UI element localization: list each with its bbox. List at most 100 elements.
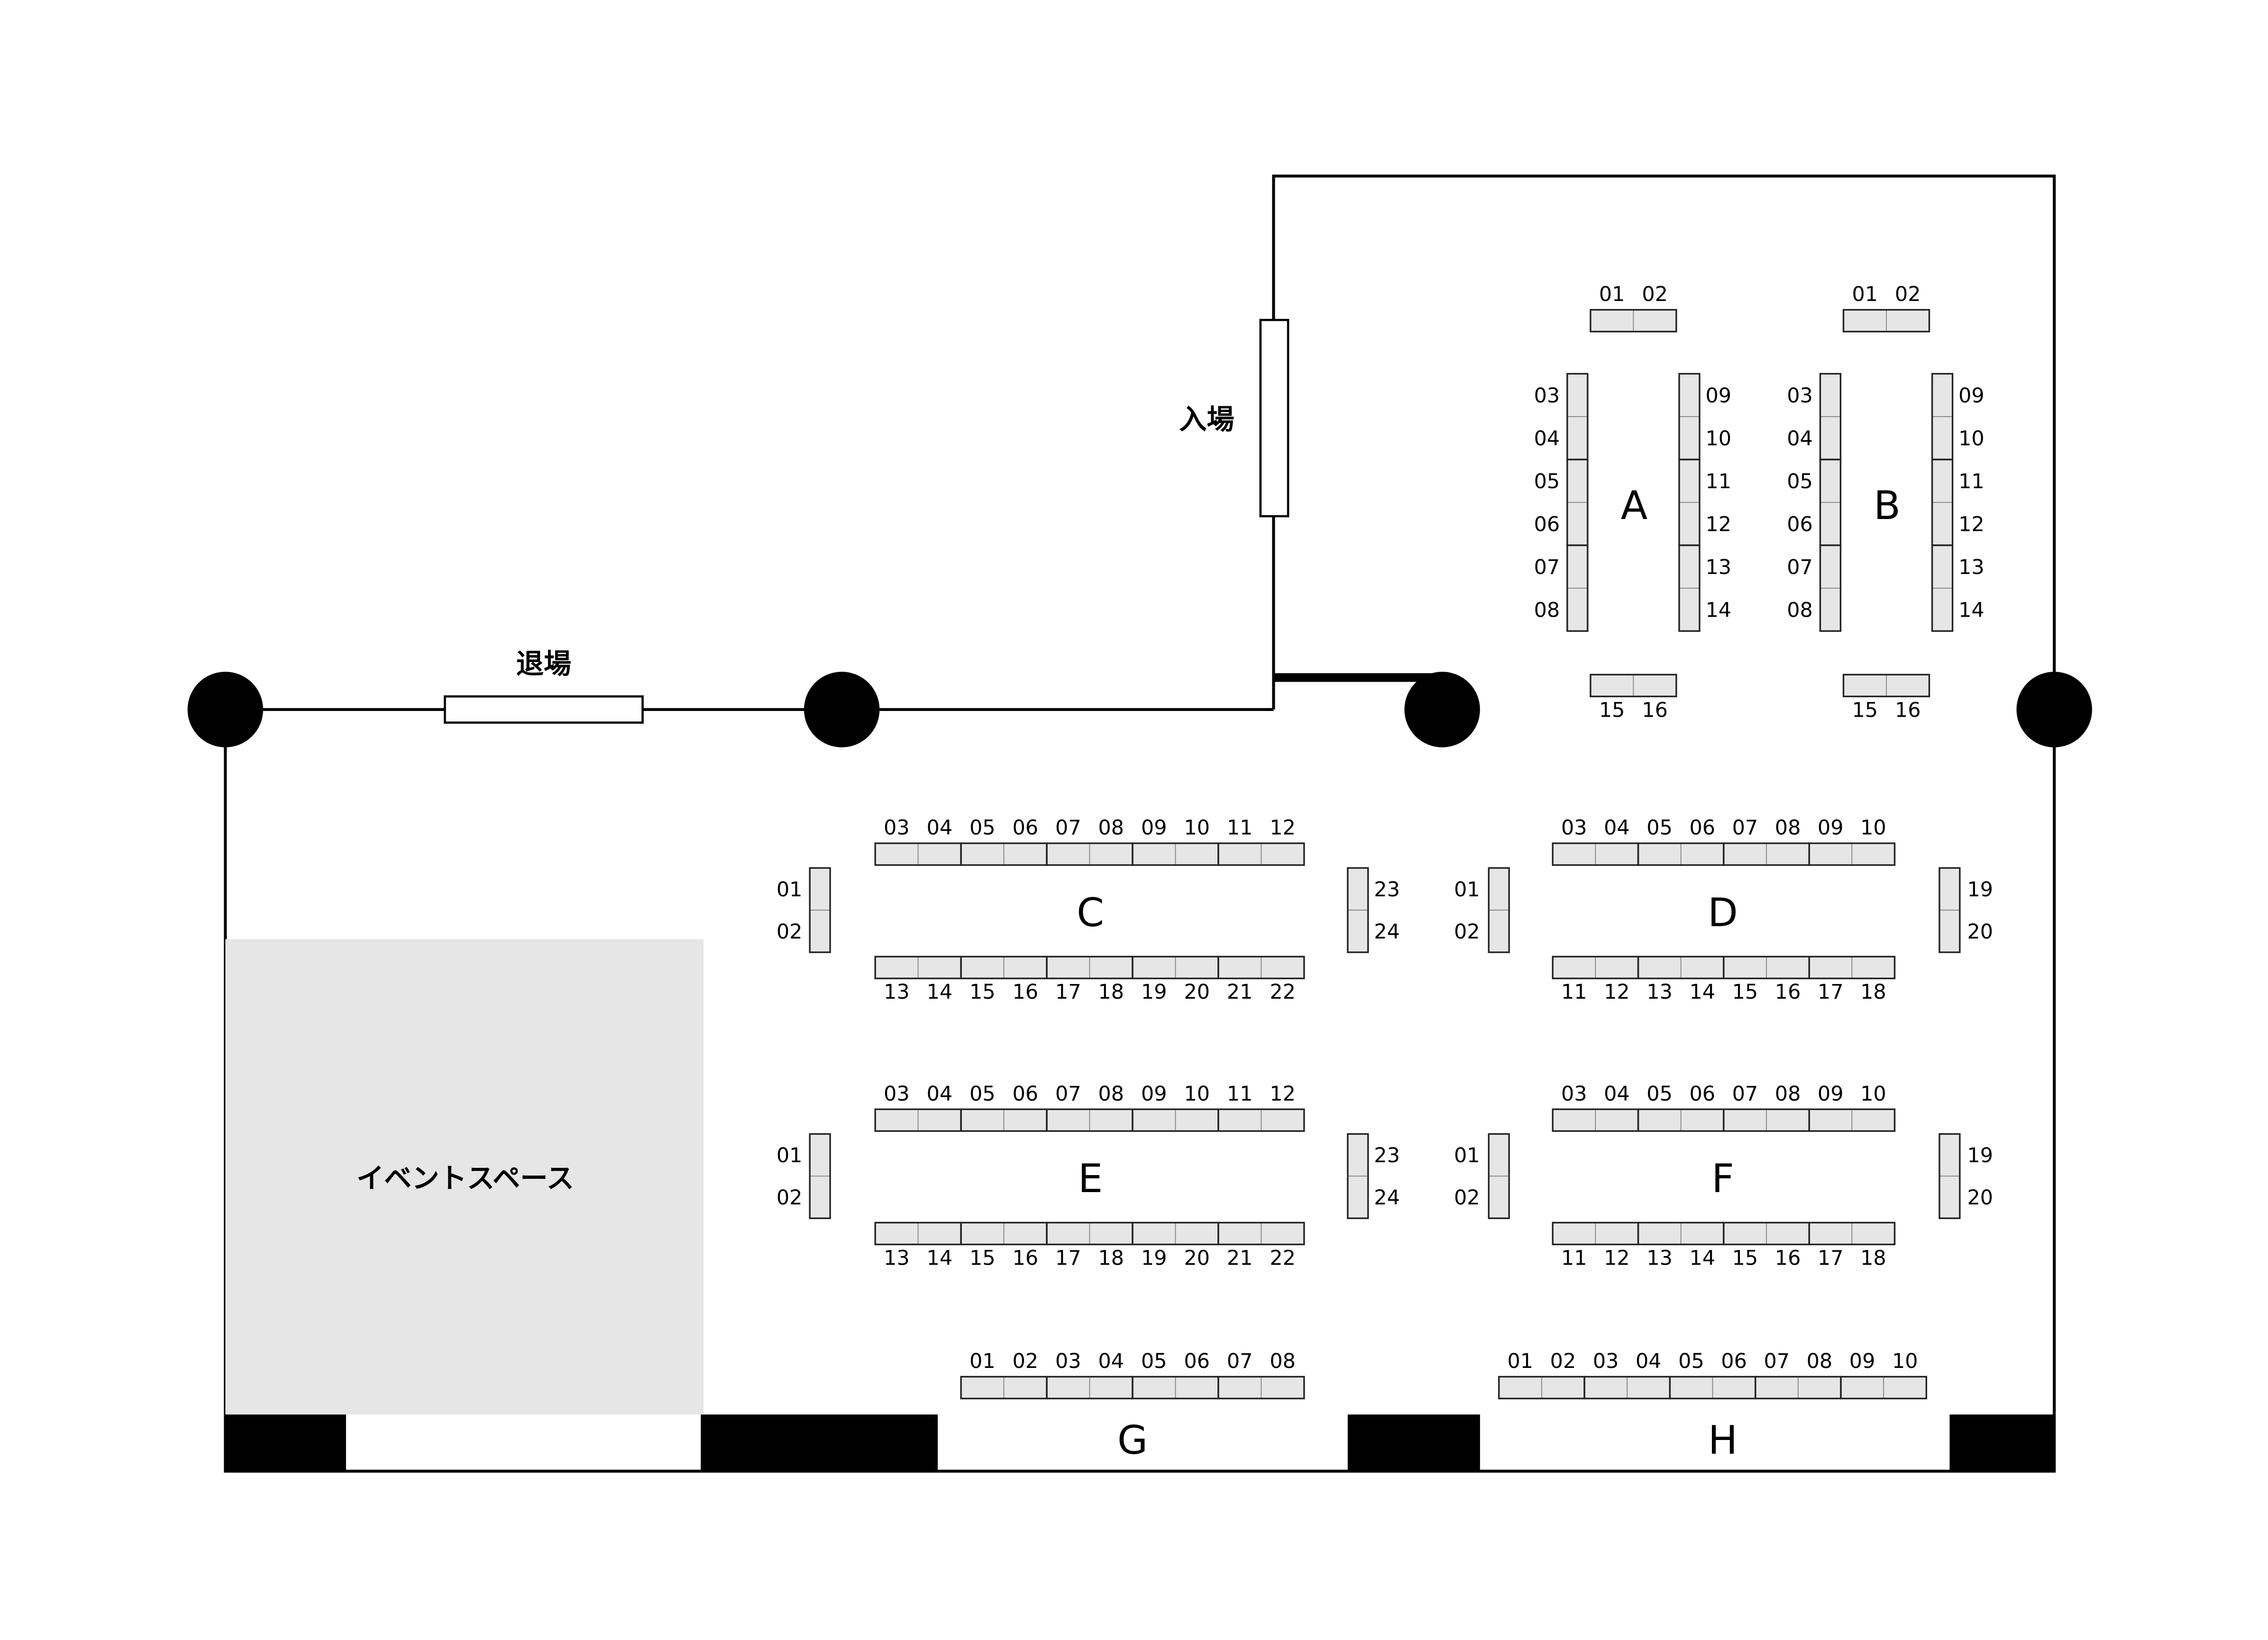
- booth-E-20[interactable]: [1175, 1222, 1219, 1245]
- booth-D-06[interactable]: [1680, 843, 1724, 866]
- booth-C-06[interactable]: [1003, 843, 1047, 866]
- booth-F-01[interactable]: [1488, 1133, 1510, 1177]
- booth-B-05[interactable]: [1820, 459, 1841, 503]
- booth-F-07[interactable]: [1723, 1109, 1767, 1132]
- booth-A-12[interactable]: [1679, 502, 1700, 546]
- booth-A-14[interactable]: [1679, 587, 1700, 632]
- booth-C-16[interactable]: [1003, 956, 1047, 979]
- booth-B-11[interactable]: [1931, 459, 1953, 503]
- booth-B-04[interactable]: [1820, 416, 1841, 460]
- booth-G-06[interactable]: [1175, 1376, 1219, 1399]
- booth-A-16[interactable]: [1633, 674, 1677, 697]
- booth-E-08[interactable]: [1089, 1109, 1133, 1132]
- booth-B-09[interactable]: [1931, 373, 1953, 417]
- booth-H-05[interactable]: [1669, 1376, 1713, 1399]
- booth-D-05[interactable]: [1637, 843, 1682, 866]
- booth-B-10[interactable]: [1931, 416, 1953, 460]
- booth-D-11[interactable]: [1552, 956, 1596, 979]
- booth-E-18[interactable]: [1089, 1222, 1133, 1245]
- booth-E-11[interactable]: [1217, 1109, 1262, 1132]
- booth-F-11[interactable]: [1552, 1222, 1596, 1245]
- booth-E-14[interactable]: [917, 1222, 961, 1245]
- booth-B-06[interactable]: [1820, 502, 1841, 546]
- booth-E-03[interactable]: [875, 1109, 919, 1132]
- booth-H-01[interactable]: [1498, 1376, 1542, 1399]
- booth-D-03[interactable]: [1552, 843, 1596, 866]
- booth-G-08[interactable]: [1261, 1376, 1305, 1399]
- booth-F-14[interactable]: [1680, 1222, 1724, 1245]
- booth-A-15[interactable]: [1590, 674, 1634, 697]
- booth-H-08[interactable]: [1797, 1376, 1841, 1399]
- booth-C-10[interactable]: [1175, 843, 1219, 866]
- booth-A-06[interactable]: [1566, 502, 1588, 546]
- booth-D-10[interactable]: [1851, 843, 1895, 866]
- booth-C-23[interactable]: [1347, 867, 1369, 911]
- booth-F-13[interactable]: [1637, 1222, 1682, 1245]
- booth-B-12[interactable]: [1931, 502, 1953, 546]
- booth-G-07[interactable]: [1217, 1376, 1262, 1399]
- booth-C-24[interactable]: [1347, 910, 1369, 953]
- booth-E-13[interactable]: [875, 1222, 919, 1245]
- booth-D-07[interactable]: [1723, 843, 1767, 866]
- booth-F-06[interactable]: [1680, 1109, 1724, 1132]
- booth-D-18[interactable]: [1851, 956, 1895, 979]
- booth-D-14[interactable]: [1680, 956, 1724, 979]
- booth-E-04[interactable]: [917, 1109, 961, 1132]
- booth-F-03[interactable]: [1552, 1109, 1596, 1132]
- booth-D-09[interactable]: [1809, 843, 1853, 866]
- booth-A-04[interactable]: [1566, 416, 1588, 460]
- booth-E-01[interactable]: [809, 1133, 831, 1177]
- booth-F-10[interactable]: [1851, 1109, 1895, 1132]
- booth-F-09[interactable]: [1809, 1109, 1853, 1132]
- booth-E-22[interactable]: [1261, 1222, 1305, 1245]
- booth-G-01[interactable]: [960, 1376, 1005, 1399]
- booth-H-04[interactable]: [1627, 1376, 1671, 1399]
- booth-A-11[interactable]: [1679, 459, 1700, 503]
- booth-H-06[interactable]: [1712, 1376, 1756, 1399]
- booth-B-13[interactable]: [1931, 545, 1953, 589]
- booth-C-03[interactable]: [875, 843, 919, 866]
- booth-F-12[interactable]: [1595, 1222, 1639, 1245]
- booth-D-20[interactable]: [1939, 910, 1960, 953]
- booth-A-09[interactable]: [1679, 373, 1700, 417]
- booth-F-17[interactable]: [1809, 1222, 1853, 1245]
- booth-G-04[interactable]: [1089, 1376, 1133, 1399]
- booth-F-02[interactable]: [1488, 1175, 1510, 1219]
- booth-H-10[interactable]: [1883, 1376, 1927, 1399]
- booth-C-19[interactable]: [1132, 956, 1176, 979]
- booth-H-02[interactable]: [1541, 1376, 1585, 1399]
- booth-B-03[interactable]: [1820, 373, 1841, 417]
- booth-A-02[interactable]: [1633, 309, 1677, 332]
- booth-C-20[interactable]: [1175, 956, 1219, 979]
- booth-C-11[interactable]: [1217, 843, 1262, 866]
- booth-F-08[interactable]: [1766, 1109, 1810, 1132]
- booth-E-02[interactable]: [809, 1175, 831, 1219]
- booth-B-15[interactable]: [1843, 674, 1887, 697]
- booth-E-21[interactable]: [1217, 1222, 1262, 1245]
- booth-A-08[interactable]: [1566, 587, 1588, 632]
- booth-F-19[interactable]: [1939, 1133, 1960, 1177]
- booth-A-07[interactable]: [1566, 545, 1588, 589]
- booth-D-12[interactable]: [1595, 956, 1639, 979]
- booth-B-14[interactable]: [1931, 587, 1953, 632]
- booth-B-02[interactable]: [1886, 309, 1930, 332]
- booth-D-16[interactable]: [1766, 956, 1810, 979]
- booth-B-07[interactable]: [1820, 545, 1841, 589]
- booth-C-13[interactable]: [875, 956, 919, 979]
- booth-D-13[interactable]: [1637, 956, 1682, 979]
- booth-C-09[interactable]: [1132, 843, 1176, 866]
- booth-F-18[interactable]: [1851, 1222, 1895, 1245]
- booth-C-17[interactable]: [1046, 956, 1090, 979]
- booth-H-03[interactable]: [1584, 1376, 1628, 1399]
- booth-E-12[interactable]: [1261, 1109, 1305, 1132]
- booth-C-18[interactable]: [1089, 956, 1133, 979]
- booth-G-03[interactable]: [1046, 1376, 1090, 1399]
- booth-D-15[interactable]: [1723, 956, 1767, 979]
- booth-E-24[interactable]: [1347, 1175, 1369, 1219]
- booth-A-03[interactable]: [1566, 373, 1588, 417]
- booth-E-19[interactable]: [1132, 1222, 1176, 1245]
- booth-D-01[interactable]: [1488, 867, 1510, 911]
- booth-F-16[interactable]: [1766, 1222, 1810, 1245]
- booth-C-21[interactable]: [1217, 956, 1262, 979]
- booth-E-07[interactable]: [1046, 1109, 1090, 1132]
